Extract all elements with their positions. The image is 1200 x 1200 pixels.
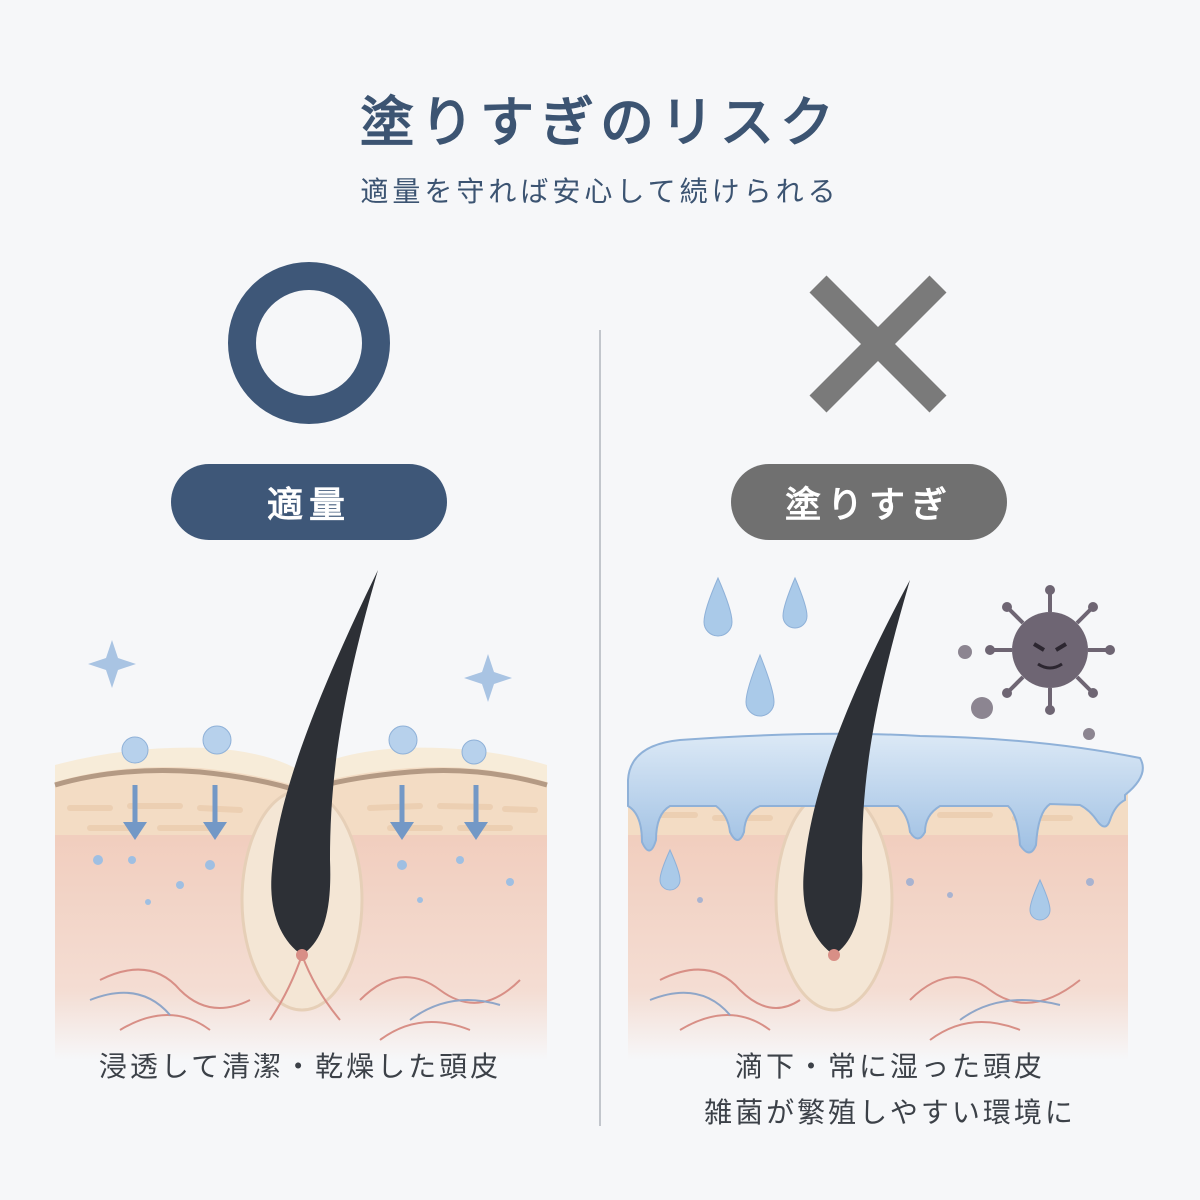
caption-excess-line2: 雑菌が繁殖しやすい環境に: [704, 1096, 1076, 1129]
scalp-proper-illustration: [54, 570, 548, 1060]
label-pill-proper: 適量: [171, 464, 447, 540]
center-divider: [599, 330, 601, 1126]
caption-proper: 浸透して清潔・乾燥した頭皮: [98, 1050, 502, 1083]
caption-excess-line1: 滴下・常に湿った頭皮: [734, 1050, 1045, 1083]
page-subtitle: 適量を守れば安心して続けられる: [360, 175, 840, 208]
label-pill-excess: 塗りすぎ: [731, 464, 1007, 540]
caption-excess: 滴下・常に湿った頭皮 雑菌が繁殖しやすい環境に: [620, 1044, 1160, 1136]
scalp-excess-illustration: [627, 576, 1144, 1060]
circle-mark-icon: [228, 262, 390, 424]
page-title: 塗りすぎのリスク: [360, 91, 840, 154]
cross-mark-icon: [809, 275, 947, 413]
